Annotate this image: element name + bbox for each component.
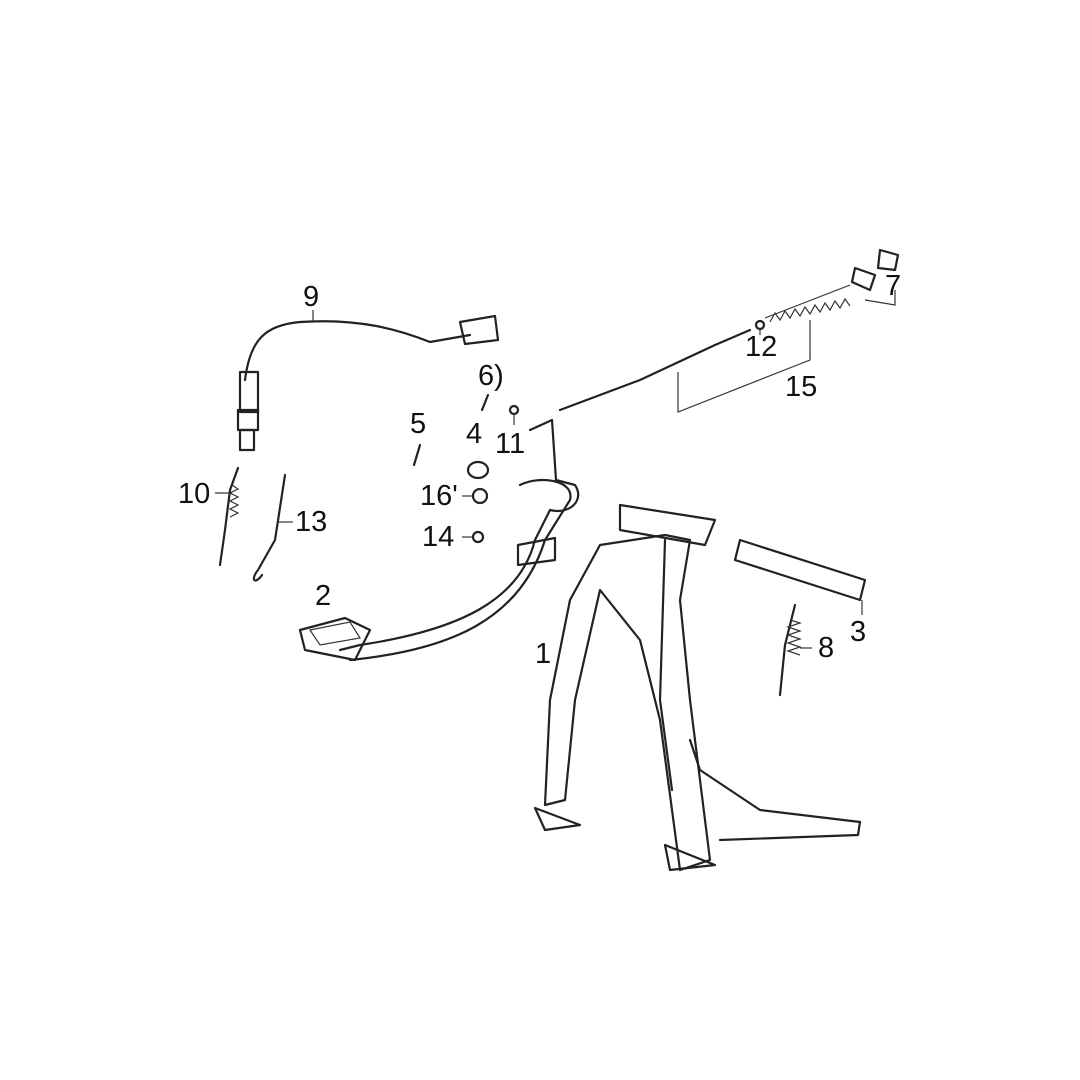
part-3-pin xyxy=(733,538,867,615)
label-5: 5 xyxy=(410,408,427,440)
label-13: 13 xyxy=(295,506,328,538)
label-3: 3 xyxy=(850,616,867,648)
label-11: 11 xyxy=(495,428,526,460)
part-10-spring xyxy=(215,466,240,567)
label-15: 15 xyxy=(785,371,818,403)
label-10: 10 xyxy=(178,478,211,510)
label-7: 7 xyxy=(885,270,902,302)
label-2: 2 xyxy=(315,580,332,612)
label-12: 12 xyxy=(745,331,778,363)
part-13-rod xyxy=(252,473,293,582)
part-2-pedal xyxy=(298,418,580,662)
label-4: 4 xyxy=(466,418,483,450)
label-1: 1 xyxy=(535,638,552,670)
part-8-spring xyxy=(778,603,812,697)
part-15-rod-assembly xyxy=(558,248,900,413)
label-8: 8 xyxy=(818,632,835,664)
label-16: 16' xyxy=(420,480,458,512)
part-1-center-stand xyxy=(533,503,862,872)
part-9-sensor-cable xyxy=(236,310,500,452)
label-6: 6) xyxy=(478,360,504,392)
label-9: 9 xyxy=(303,281,320,313)
small-fasteners xyxy=(412,393,520,544)
label-14: 14 xyxy=(422,521,455,553)
